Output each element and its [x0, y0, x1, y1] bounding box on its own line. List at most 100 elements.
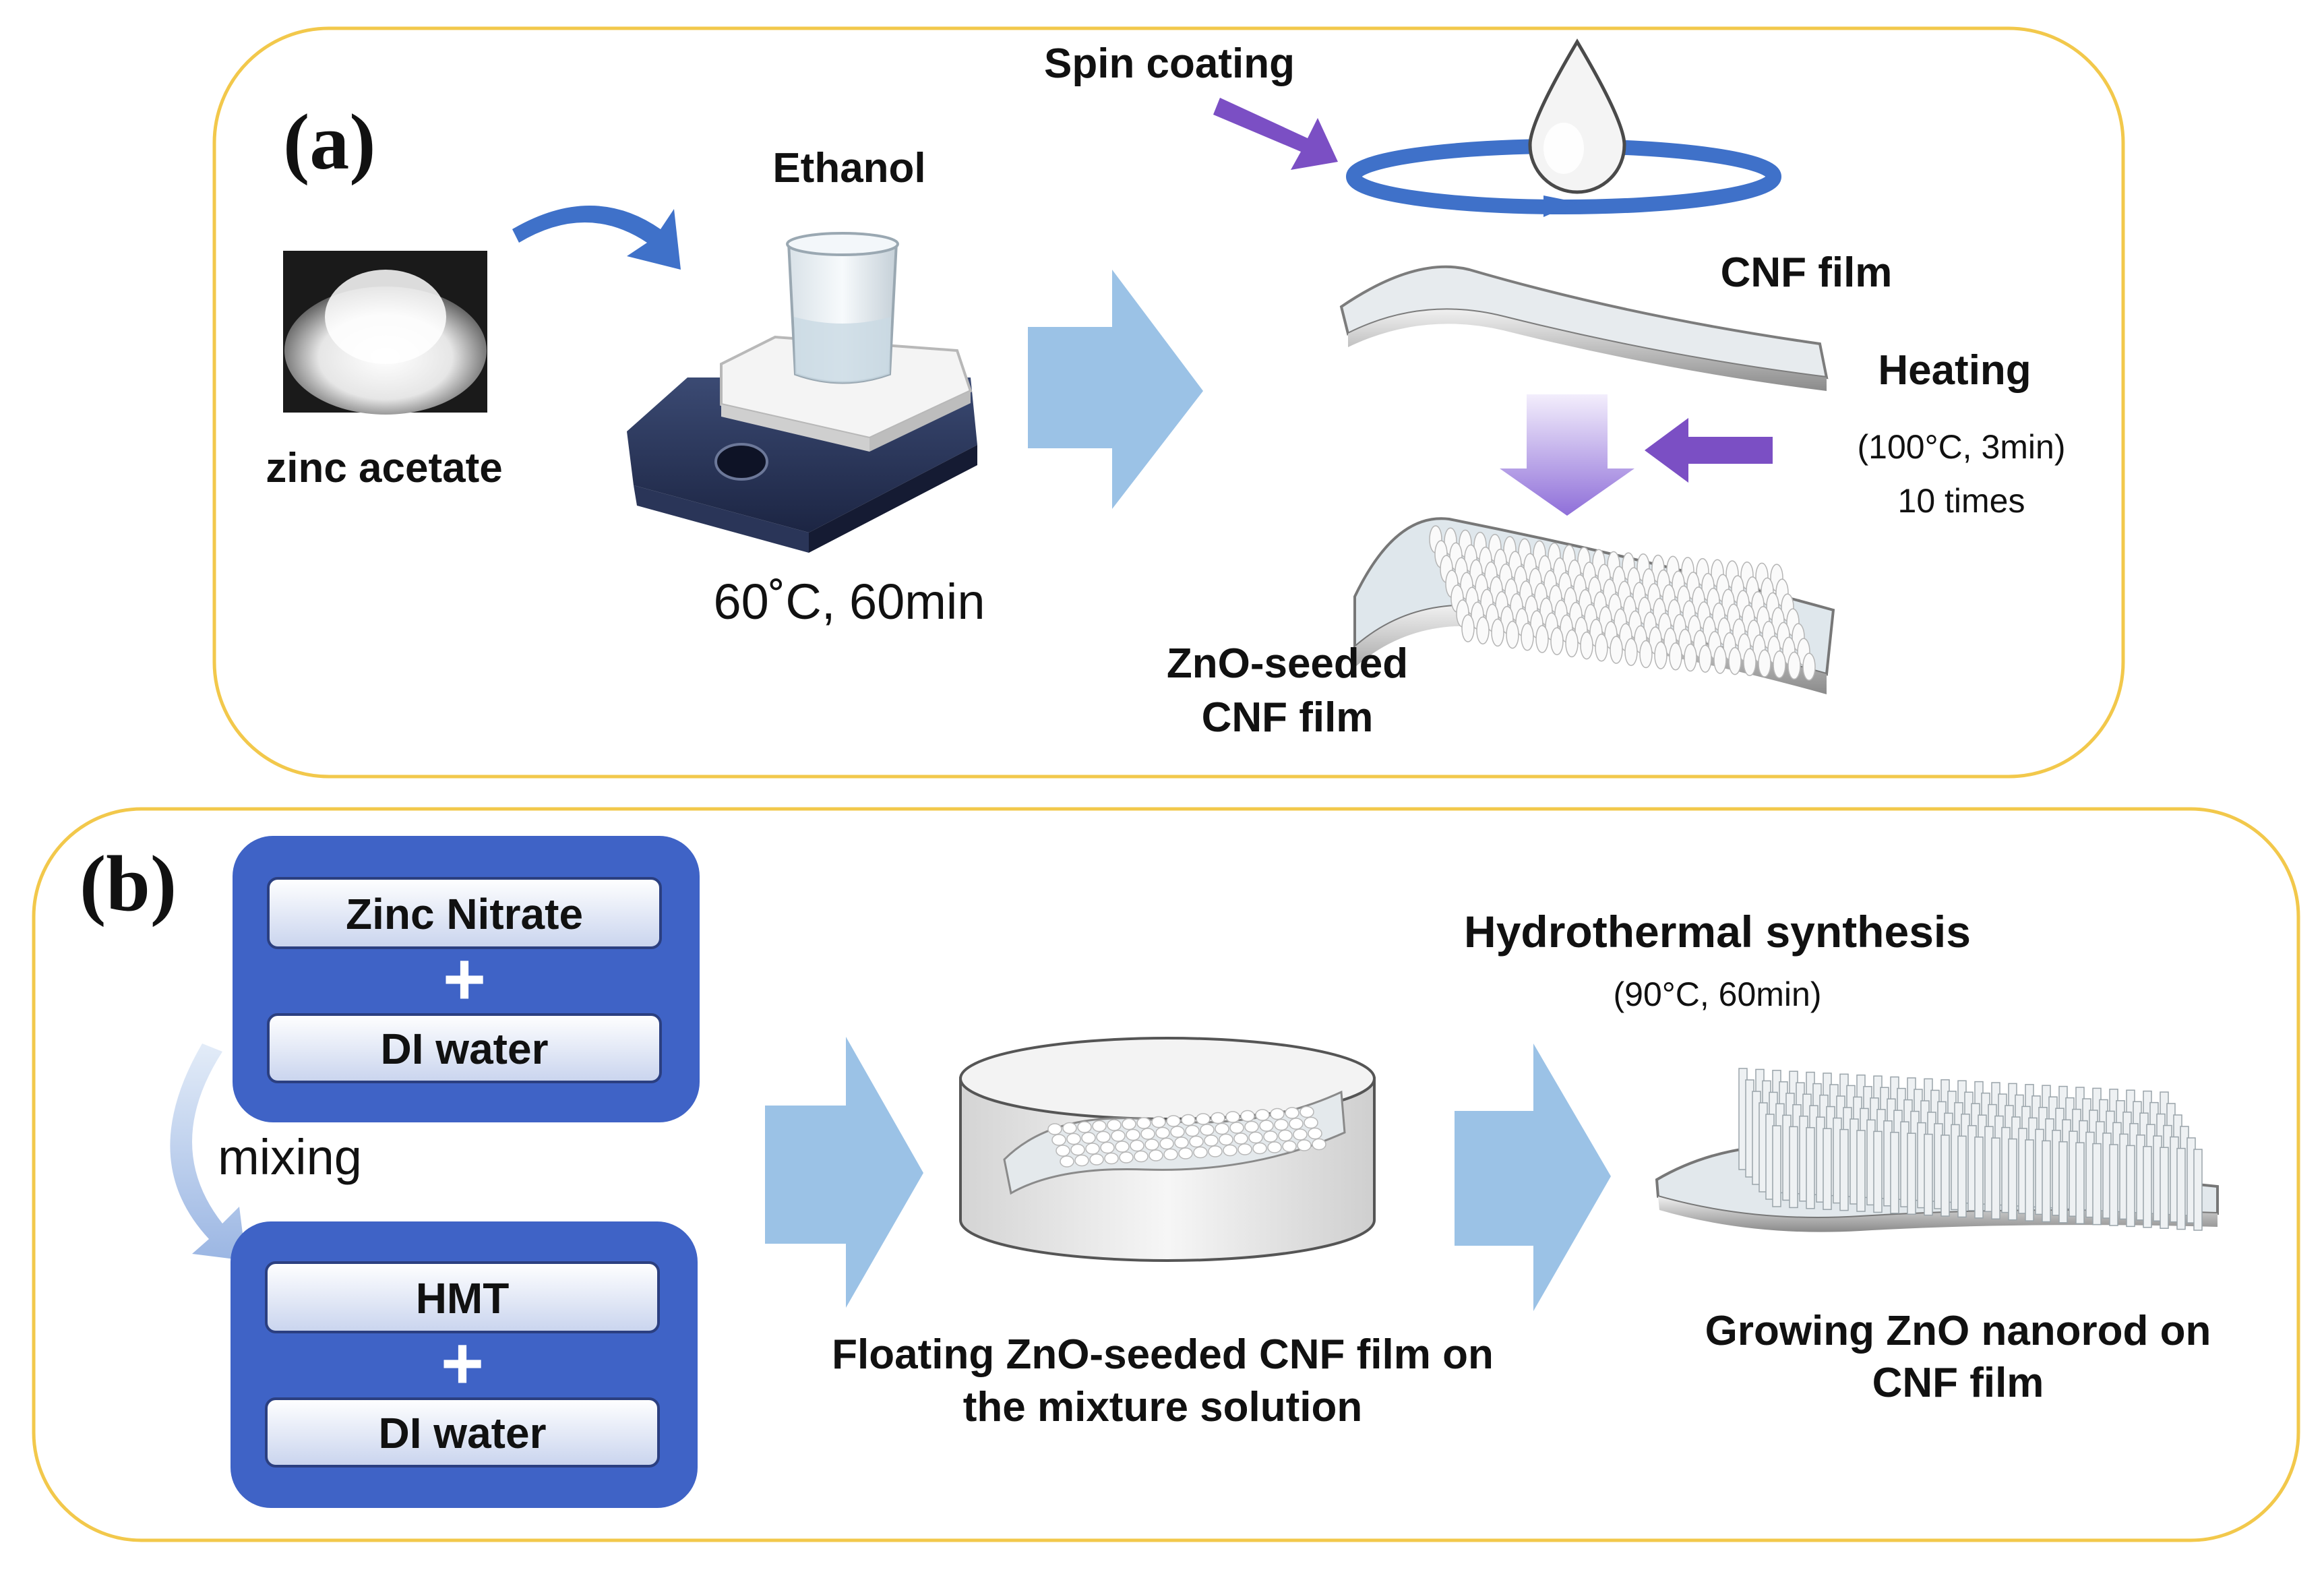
mixing-arrow-icon	[170, 1044, 246, 1261]
seed-dot	[1174, 1137, 1189, 1149]
nanorod	[2025, 1139, 2034, 1221]
seed-dot	[1802, 653, 1816, 681]
seed-dot	[1225, 1111, 1240, 1123]
zno-seeded-film-icon	[1353, 517, 1835, 694]
seed-dot	[1506, 620, 1519, 649]
zinc-acetate-powder-image	[283, 251, 487, 415]
seed-dot	[1056, 1145, 1070, 1157]
seed-dot	[1713, 646, 1727, 674]
cnf-film-label: CNF film	[1721, 249, 1893, 296]
seed-dot	[1521, 623, 1534, 651]
panel-a-label: (a)	[283, 98, 376, 186]
panel-a-frame	[212, 26, 2125, 779]
ethanol-label: Ethanol	[772, 145, 925, 191]
seed-dot	[1159, 1137, 1174, 1150]
solution-container-icon	[959, 1037, 1376, 1262]
nanorod	[1806, 1127, 1815, 1209]
nanorod	[1890, 1132, 1899, 1214]
seed-dot	[1233, 1132, 1248, 1145]
seed-dot	[1047, 1123, 1062, 1135]
seed-dot	[1773, 650, 1786, 679]
seed-dot	[1252, 1142, 1267, 1155]
nanorod	[2075, 1142, 2085, 1224]
seed-dot	[1259, 1120, 1274, 1132]
nanorod	[1957, 1135, 1967, 1218]
zno-seed-dots	[1429, 525, 1816, 681]
seed-dot	[1461, 614, 1475, 642]
growing-label-line1: Growing ZnO nanorod on	[1705, 1308, 2211, 1354]
seed-dot	[1178, 1147, 1193, 1159]
seed-dot	[1244, 1120, 1259, 1133]
nanorod	[2160, 1147, 2169, 1229]
seed-dot	[1119, 1151, 1134, 1163]
seeded-film-label-line1: ZnO-seeded	[1167, 640, 1408, 687]
seed-dot	[1215, 1122, 1229, 1135]
seed-dot	[1565, 629, 1579, 658]
floating-label-line2: the mixture solution	[963, 1384, 1362, 1430]
seed-dot	[1208, 1145, 1223, 1157]
seeded-film-label-line2: CNF film	[1202, 694, 1374, 741]
seed-dot	[1743, 648, 1756, 677]
seed-dot	[1293, 1128, 1308, 1141]
seed-dot	[1229, 1122, 1244, 1134]
nanorods	[1738, 1068, 2203, 1231]
curved-arrow-icon	[512, 206, 681, 270]
droplet-highlight-icon	[1543, 123, 1584, 174]
nanorod	[1907, 1132, 1916, 1215]
seed-dot	[1204, 1135, 1219, 1147]
hmt-label: HMT	[416, 1274, 510, 1323]
seed-dot	[1282, 1140, 1297, 1153]
seed-dot	[1624, 638, 1638, 666]
seed-dot	[1639, 640, 1653, 669]
seed-dot	[1297, 1139, 1312, 1151]
seed-dot	[1223, 1144, 1237, 1157]
heating-repeat-label: 10 times	[1898, 482, 2025, 520]
stir-condition-label: 60˚C, 60min	[713, 574, 985, 630]
seed-dot	[1181, 1114, 1196, 1126]
seed-dot	[1136, 1117, 1151, 1129]
beaker-icon	[786, 232, 899, 384]
nanorod	[1974, 1137, 1984, 1219]
seed-dot	[1610, 636, 1623, 664]
seed-dot	[1237, 1143, 1252, 1155]
seed-dot	[1104, 1152, 1119, 1165]
floating-label-line1: Floating ZnO-seeded CNF film on	[832, 1331, 1494, 1378]
cnf-film-icon	[1339, 265, 1829, 391]
nanorod	[2058, 1141, 2068, 1223]
process-arrow-3-icon	[1455, 1044, 1611, 1311]
nanorod	[2126, 1145, 2135, 1228]
seed-dot	[1728, 646, 1742, 675]
seed-dot	[1304, 1116, 1318, 1129]
di-water-pill-2	[265, 1397, 660, 1468]
seed-dot	[1066, 1132, 1081, 1145]
di-water-label-2: DI water	[379, 1409, 547, 1457]
heating-arrow-icon	[1645, 418, 1773, 483]
spin-coating-label: Spin coating	[1044, 40, 1295, 87]
seed-dot	[1248, 1131, 1263, 1144]
seed-dot	[1476, 616, 1490, 644]
seed-dot	[1185, 1124, 1200, 1137]
seed-dot	[1308, 1127, 1322, 1140]
seed-dot	[1211, 1112, 1225, 1124]
seed-dot	[1092, 1120, 1107, 1132]
seed-dot	[1299, 1106, 1314, 1118]
seed-dot	[1140, 1128, 1155, 1140]
floating-seed-dots	[1047, 1106, 1326, 1168]
down-arrow-icon	[1500, 394, 1634, 516]
seed-dot	[1100, 1141, 1115, 1154]
nanorod	[1940, 1135, 1950, 1217]
seed-dot	[1193, 1146, 1208, 1159]
seed-dot	[1115, 1141, 1130, 1153]
hmt-pill	[265, 1261, 660, 1333]
seed-dot	[1240, 1110, 1255, 1122]
seed-dot	[1595, 634, 1608, 662]
zno-nanorod-film-icon	[1655, 1068, 2219, 1232]
seed-dot	[1285, 1107, 1299, 1119]
panel-b-label: (b)	[80, 839, 177, 928]
di-water-pill-1	[267, 1013, 662, 1083]
seed-dot	[1060, 1155, 1074, 1168]
seed-dot	[1758, 649, 1771, 677]
seed-dot	[1134, 1150, 1149, 1163]
seed-dot	[1270, 1108, 1285, 1120]
seed-dot	[1654, 641, 1668, 669]
